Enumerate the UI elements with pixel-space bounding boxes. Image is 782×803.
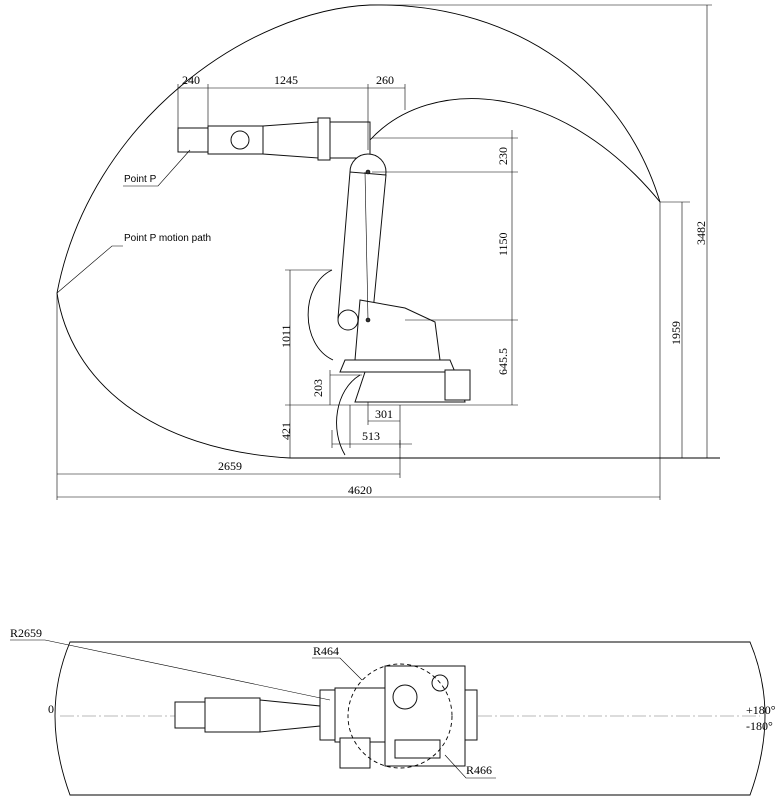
rotary-base xyxy=(339,359,456,373)
dim-513: 513 xyxy=(362,429,380,443)
workspace-envelope-outer xyxy=(56,4,661,294)
top-motor-3 xyxy=(339,737,371,769)
top-spring xyxy=(394,739,441,759)
callouts: Point P Point P motion path xyxy=(56,149,211,294)
top-motor-1 xyxy=(392,684,418,710)
workspace-envelope-inner xyxy=(56,98,661,459)
dim-240: 240 xyxy=(182,73,200,87)
bottom-dimensions: 2659 4620 xyxy=(56,202,661,500)
r2659-label: R2659 xyxy=(10,626,42,640)
dim-260: 260 xyxy=(376,73,394,87)
top-forearm xyxy=(259,699,321,733)
tool-flange xyxy=(177,127,209,153)
dim-1245: 1245 xyxy=(274,73,298,87)
forearm-flange xyxy=(317,117,331,161)
motion-path-label: Point P motion path xyxy=(124,233,211,244)
base-dimensions: 301 513 xyxy=(331,402,412,448)
dim-2659: 2659 xyxy=(218,459,242,473)
dim-4620: 4620 xyxy=(348,483,372,497)
workspace-envelope-small-arc xyxy=(307,269,334,361)
robot-top xyxy=(174,663,478,769)
minus-180-label: -180° xyxy=(746,719,773,733)
left-vertical-dimensions: 1011 203 421 xyxy=(279,269,400,458)
top-connector xyxy=(464,689,478,741)
dim-230: 230 xyxy=(496,147,510,165)
dim-645-5: 645.5 xyxy=(496,348,510,375)
dim-1011: 1011 xyxy=(279,324,293,348)
point-p-label: Point P xyxy=(124,174,157,185)
base-frame xyxy=(354,371,466,403)
dim-421: 421 xyxy=(279,422,293,440)
plus-180-label: +180° xyxy=(746,703,776,717)
far-right-dimensions: 1959 3482 xyxy=(370,4,712,458)
workspace-envelope-low-arc xyxy=(336,374,361,456)
upper-arm xyxy=(337,171,387,323)
r466-label: R466 xyxy=(466,763,492,777)
base-connector xyxy=(444,369,471,401)
top-rotation-circle xyxy=(347,663,453,769)
side-view: 240 1245 260 230 1150 645.5 1011 203 421 xyxy=(56,4,720,500)
dim-1959: 1959 xyxy=(669,321,683,345)
top-forearm-flange xyxy=(319,689,336,741)
shoulder-joint xyxy=(337,309,359,331)
forearm xyxy=(262,121,319,159)
top-tool-flange xyxy=(174,701,206,729)
top-dimensions: 240 1245 260 xyxy=(177,73,406,150)
top-view: R2659 R464 R466 0 +180° -180° xyxy=(10,626,776,796)
dim-301: 301 xyxy=(375,407,393,421)
top-wrist xyxy=(204,697,261,733)
wrist-motor xyxy=(230,130,250,150)
dim-3482: 3482 xyxy=(694,221,708,245)
r464-label: R464 xyxy=(313,644,339,658)
top-elbow xyxy=(334,687,386,743)
dim-1150: 1150 xyxy=(496,232,510,256)
top-envelope xyxy=(54,641,766,796)
shoulder-housing xyxy=(354,299,441,361)
right-vertical-dimensions: 230 1150 645.5 xyxy=(372,130,518,406)
robot-side xyxy=(177,117,471,403)
dim-203: 203 xyxy=(311,379,325,397)
elbow-housing xyxy=(329,121,371,159)
zero-angle-label: 0 xyxy=(48,702,54,716)
